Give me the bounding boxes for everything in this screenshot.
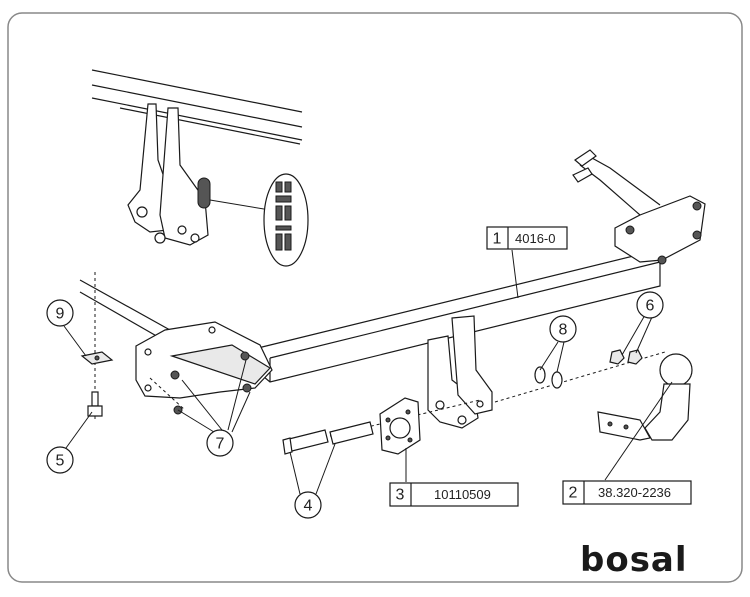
center-bracket	[427, 315, 493, 429]
bolts-long	[282, 421, 374, 455]
callout-6: 6	[636, 291, 664, 319]
svg-text:4: 4	[304, 498, 313, 515]
callout-5: 5	[46, 446, 74, 474]
plate-nut	[80, 351, 114, 365]
svg-text:9: 9	[56, 306, 65, 323]
bosal-logo: bosal	[580, 540, 688, 580]
page-frame	[7, 12, 743, 583]
callout-4: 4	[294, 491, 322, 519]
part-1-number: 1	[493, 231, 502, 248]
label-box-part-3: 3 10110509	[389, 482, 519, 507]
detail-vehicle-member	[91, 69, 303, 246]
nuts	[609, 349, 643, 365]
svg-text:6: 6	[646, 298, 655, 315]
left-side-bracket	[135, 321, 273, 415]
part-3-code: 10110509	[434, 487, 491, 502]
part-2-code: 38.320-2236	[598, 485, 671, 500]
callout-7: 7	[206, 429, 234, 457]
part-2-number: 2	[569, 485, 578, 502]
part-3-number: 3	[396, 487, 405, 504]
svg-text:7: 7	[216, 436, 225, 453]
washers	[534, 366, 563, 389]
left-vehicle-member	[79, 279, 171, 339]
right-side-bracket	[572, 149, 706, 265]
label-box-part-1: 1 4016-0	[486, 226, 568, 250]
part-1-code: 4016-0	[515, 231, 555, 246]
socket-plate	[379, 397, 421, 455]
svg-text:8: 8	[559, 322, 568, 339]
tow-ball	[597, 353, 693, 441]
svg-text:5: 5	[56, 453, 65, 470]
bolt-small	[87, 391, 103, 417]
label-box-part-2: 2 38.320-2236	[562, 480, 692, 505]
leader-lines	[63, 249, 673, 495]
callout-8: 8	[549, 315, 577, 343]
callout-9: 9	[46, 299, 74, 327]
label-plate-detail	[263, 173, 309, 267]
